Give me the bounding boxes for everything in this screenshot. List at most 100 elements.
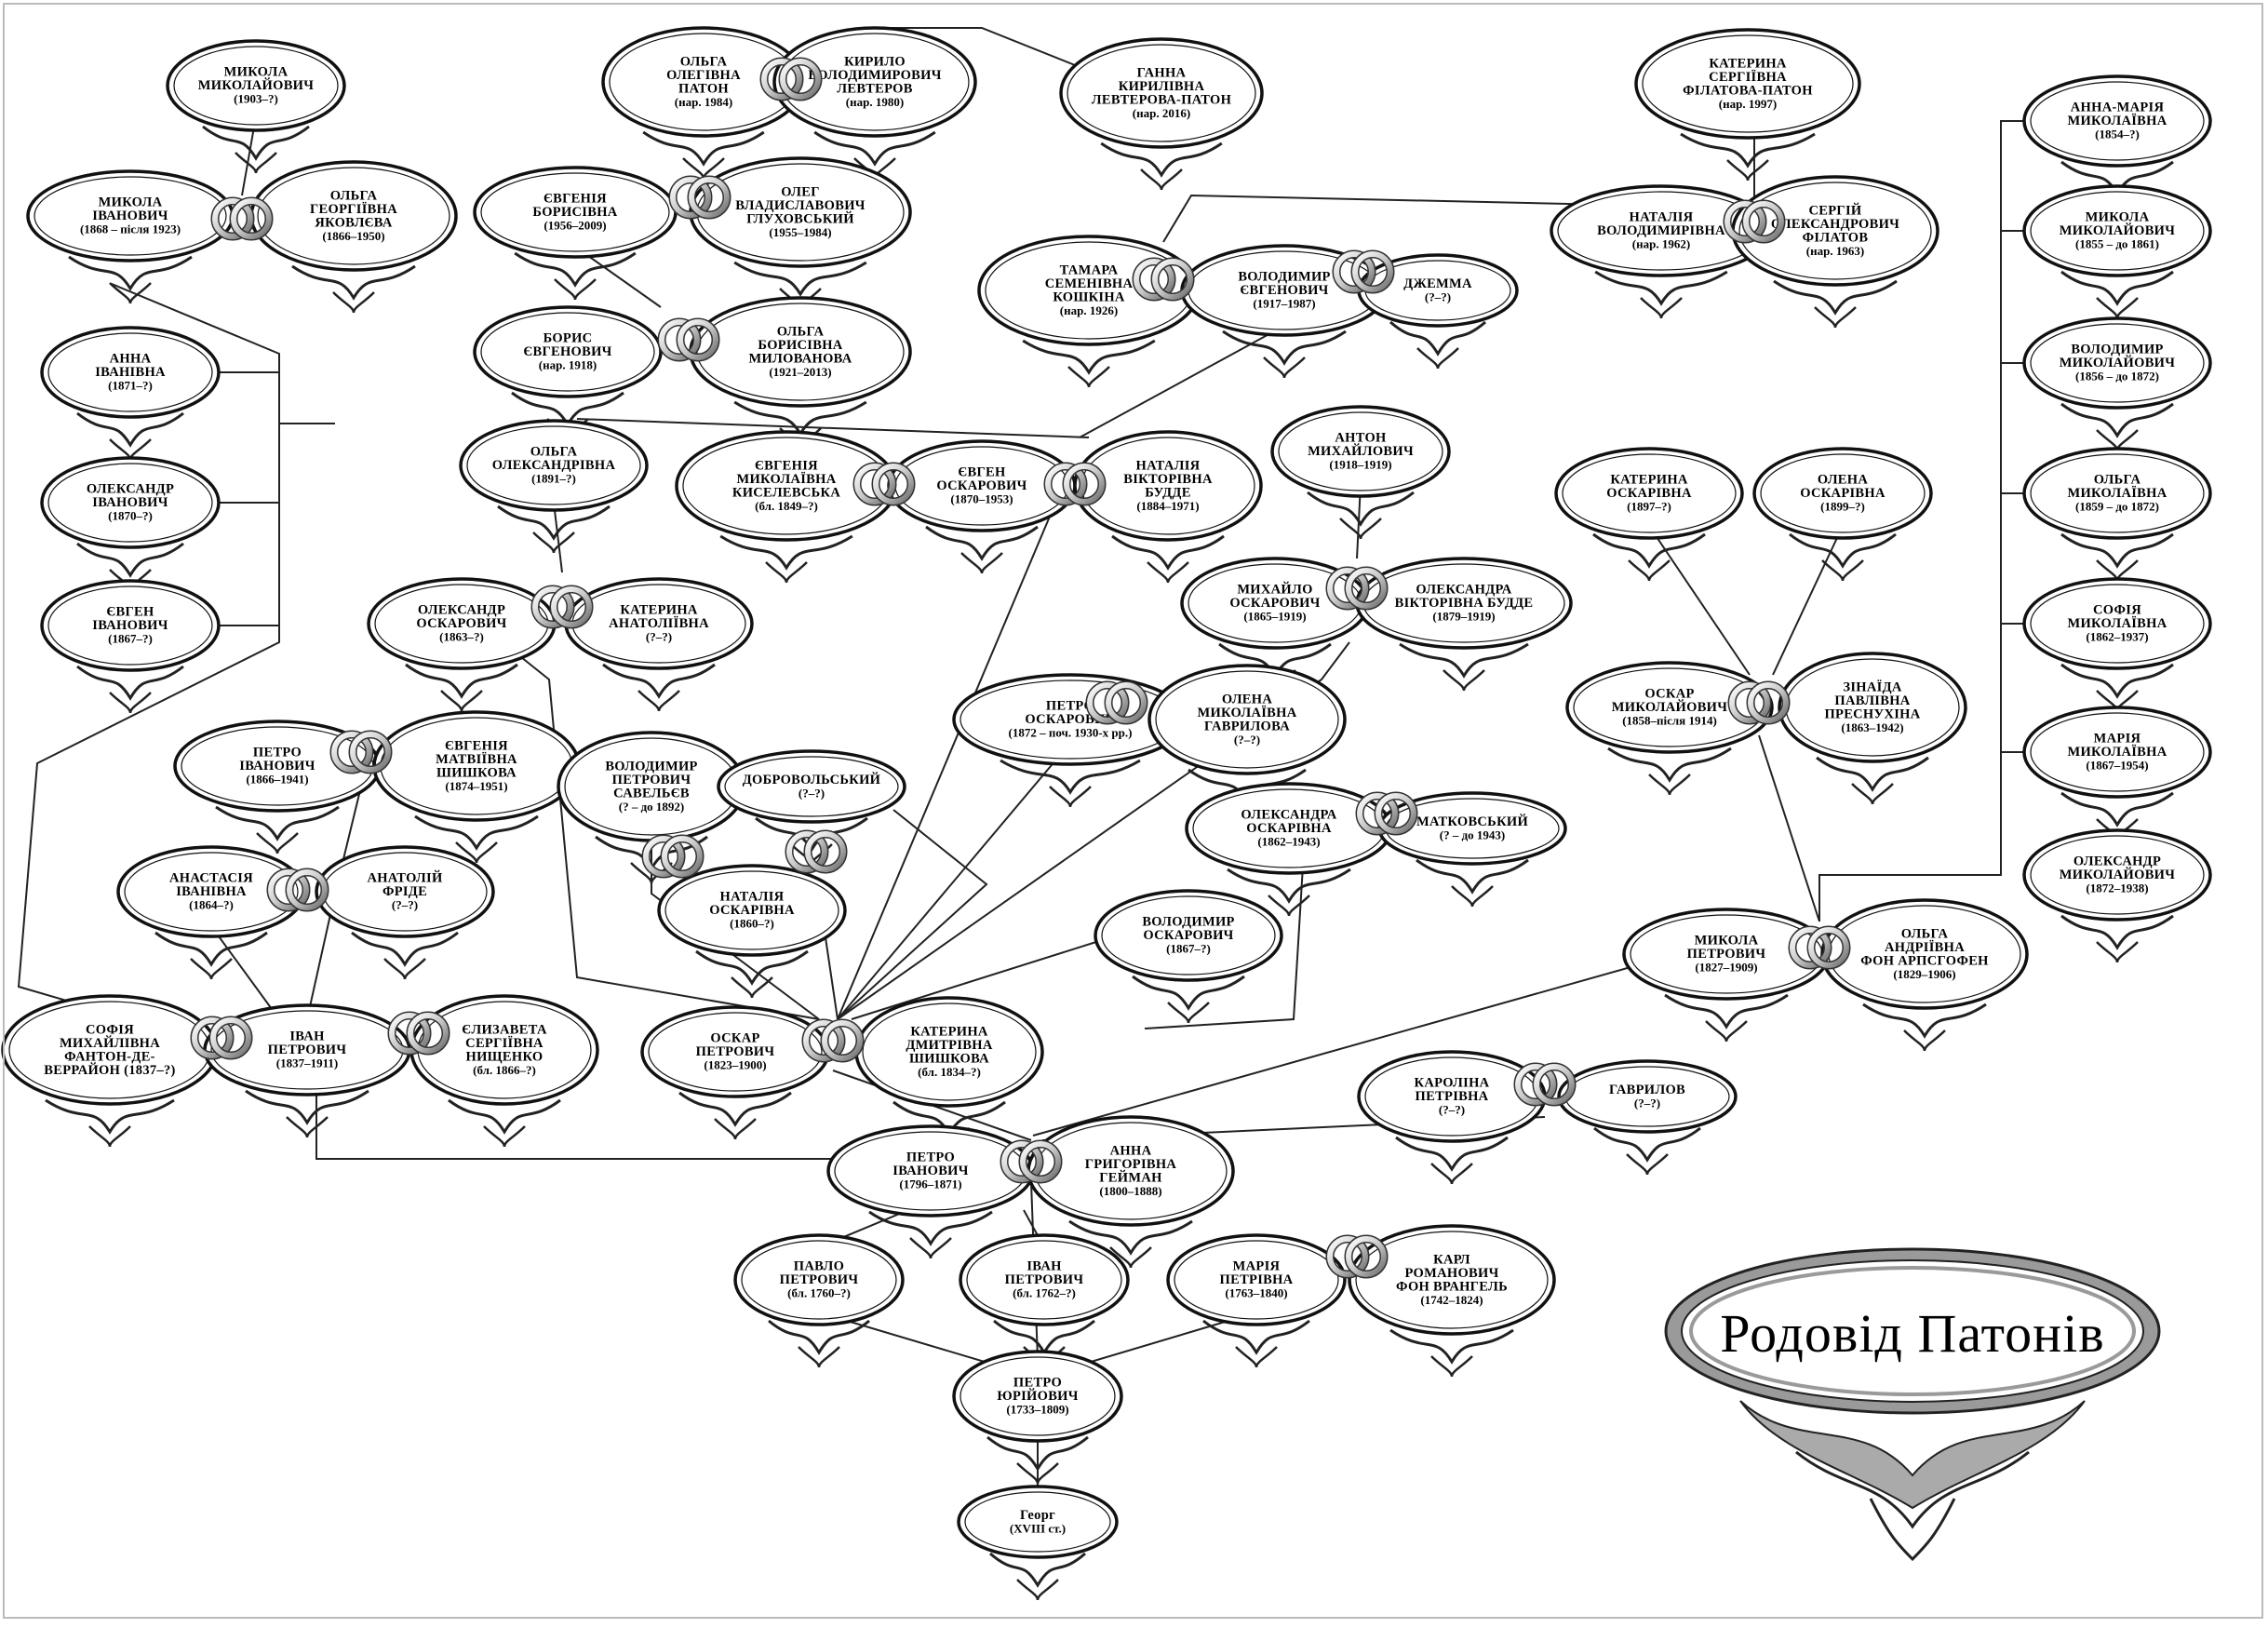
cartouche-ornament — [383, 958, 426, 980]
cartouche-ornament — [1640, 297, 1683, 319]
connector-line — [17, 283, 280, 1020]
person-name-line: ЮРІЙОВИЧ — [997, 1388, 1078, 1404]
cartouche-frame — [1554, 447, 1744, 540]
person-name-line: ОЛЕКСАНДРА — [1416, 583, 1511, 598]
cartouche-ornament — [1851, 783, 1894, 805]
cartouche-frame — [2022, 447, 2212, 540]
person-dates: (1837–1911) — [276, 1056, 338, 1070]
person-name-line: ІВАН — [289, 1029, 325, 1044]
person-name-line: ШИШКОВА — [436, 765, 517, 780]
cartouche-inner-frame — [47, 585, 213, 666]
cartouche-frame — [1270, 405, 1451, 498]
marriage-rings-icon — [1788, 925, 1851, 970]
cartouche-ornament — [351, 931, 459, 967]
person-cartouche: ДОБРОВОЛЬСЬКИЙ(?–?) — [717, 749, 906, 866]
person-name-line: НАТАЛІЯ — [1136, 458, 1201, 473]
person-name-line: АНАСТАСІЯ — [169, 871, 253, 886]
person-dates: (нар. 1963) — [1806, 244, 1864, 258]
cartouche-inner-frame — [1738, 182, 1932, 280]
cartouche-ornament — [514, 251, 637, 288]
cartouche-ornament — [554, 278, 597, 301]
person-name-line: ФАНТОН-ДЕ- — [64, 1049, 155, 1064]
cartouche-ornament — [765, 561, 808, 584]
person-name-line: ВОЛОДИМИР — [1142, 915, 1234, 930]
person-cartouche: МАТКОВСЬКИЙ(? – до 1943) — [1377, 791, 1567, 908]
person-name-line: МИКОЛАЇВНА — [2067, 114, 2167, 128]
person-name-line: ІВАНОВИЧ — [92, 495, 168, 510]
cartouche-inner-frame — [173, 46, 339, 126]
cartouche-ornament — [1903, 1029, 1946, 1052]
person-dates: (1863–?) — [439, 630, 484, 644]
person-name-line: ОСКАРІВНА — [709, 903, 795, 918]
person-name-line: ГАВРИЛОВА — [1204, 719, 1290, 733]
person-name-line: ПЕТРІВНА — [1220, 1272, 1294, 1287]
connector-line — [837, 753, 1062, 1020]
cartouche-inner-frame — [2030, 81, 2205, 161]
person-name-line: ВОЛОДИМИРІВНА — [1597, 223, 1725, 238]
cartouche-ornament — [2096, 941, 2139, 963]
marriage-rings-icon — [657, 317, 720, 362]
person-name-line: РОМАНОВИЧ — [1404, 1266, 1498, 1281]
connector-line — [1758, 734, 1820, 922]
person-name-line: ОЛЬГА — [2094, 473, 2141, 488]
cartouche-frame — [1348, 1224, 1556, 1336]
cartouche-frame — [657, 864, 847, 957]
person-name-line: ОЛЕНА — [1818, 473, 1869, 488]
cartouche-inner-frame — [1067, 44, 1256, 142]
person-dates: (1858–після 1914) — [1622, 714, 1717, 728]
person-name-line: КАТЕРИНА — [1709, 56, 1787, 71]
person-dates: (бл. 1760–?) — [787, 1286, 851, 1300]
person-name-line: ІВАНОВИЧ — [892, 1164, 968, 1178]
cartouche-ornament — [286, 1116, 329, 1138]
marriage-rings-icon — [1727, 680, 1791, 725]
cartouche-frame — [40, 326, 221, 419]
cartouche-inner-frame — [34, 176, 227, 256]
person-name-line: ОЛЬГА — [680, 54, 728, 69]
cartouche-ornament — [813, 130, 936, 167]
cartouche-ornament — [1628, 559, 1671, 582]
person-name-line: ОСКАРОВИЧ — [1143, 928, 1233, 943]
person-name-line: ВОЛОДИМИРОВИЧ — [808, 68, 941, 83]
cartouche-frame — [40, 579, 221, 672]
person-name-line: СОФІЯ — [2093, 603, 2141, 618]
cartouche-ornament — [45, 1098, 175, 1135]
person-name-line: ОСКАРІВНА — [1800, 486, 1886, 501]
person-dates: (1884–1971) — [1136, 499, 1199, 513]
connector-line — [875, 27, 1099, 75]
cartouche-ornament — [637, 690, 680, 712]
cartouche-ornament — [1140, 168, 1183, 191]
person-name-line: ІВАНІВНА — [95, 365, 166, 380]
person-name-line: ЗІНАЇДА — [1843, 679, 1901, 694]
person-name-line: МИХАЙЛОВИЧ — [1308, 443, 1414, 459]
person-dates: (1870–?) — [108, 509, 153, 523]
cartouche-ornament — [1607, 747, 1732, 783]
cartouche-frame — [2022, 706, 2212, 799]
person-dates: (1955–1984) — [769, 225, 831, 239]
person-dates: (1855 – до 1861) — [2075, 237, 2159, 251]
person-name-line: МИКОЛАЇВНА — [2067, 486, 2167, 501]
cartouche-inner-frame — [1155, 670, 1339, 769]
person-dates: (нар. 1962) — [1632, 237, 1690, 251]
marriage-rings-icon — [329, 730, 393, 774]
person-dates: (бл. 1834–?) — [918, 1065, 981, 1079]
cartouche-inner-frame — [257, 167, 450, 265]
cartouche-inner-frame — [47, 332, 213, 412]
marriage-rings — [190, 57, 1851, 1279]
cartouche-inner-frame — [648, 1012, 823, 1092]
person-dates: (нар. 1926) — [1060, 303, 1118, 317]
